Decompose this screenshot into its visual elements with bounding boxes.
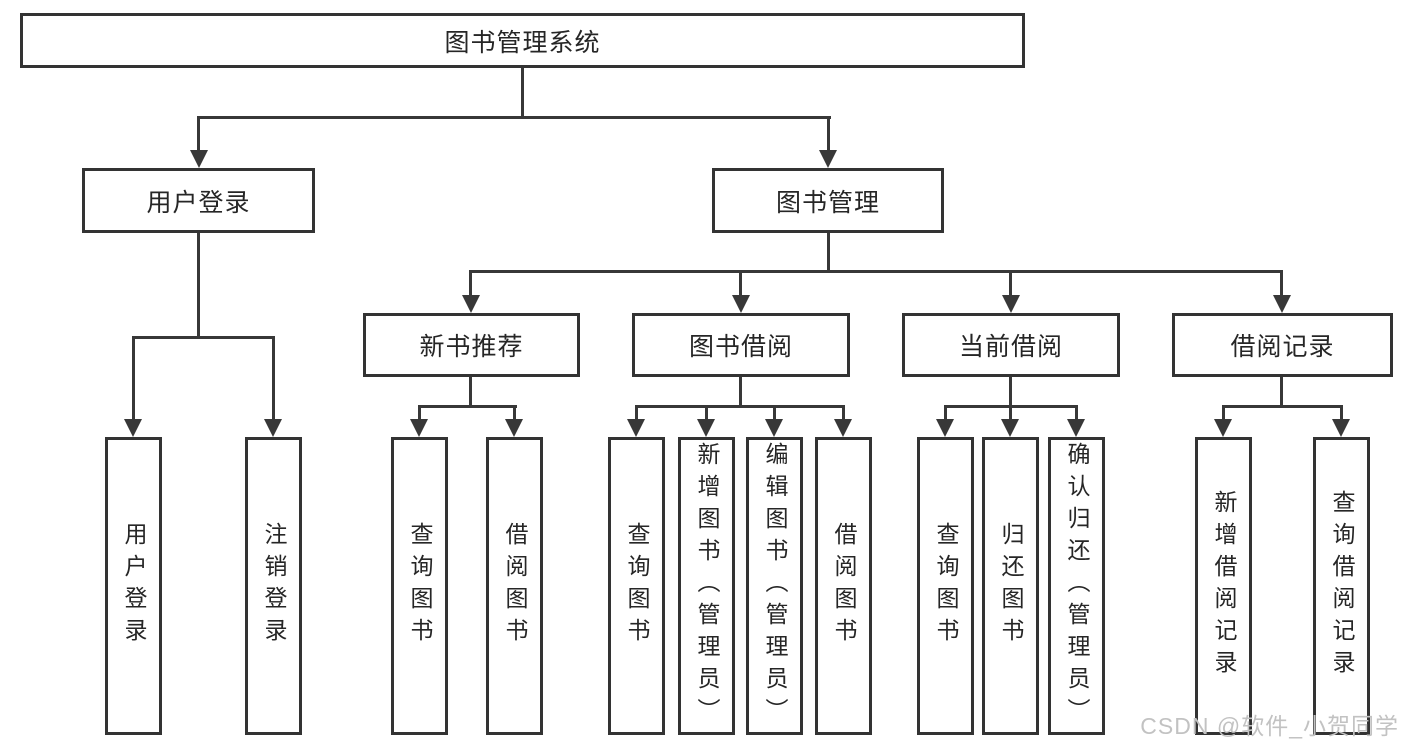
leaf-search-books-current: 查询图书 xyxy=(917,437,974,735)
node-book-borrowing: 图书借阅 xyxy=(632,313,850,377)
node-label: 查询图书 xyxy=(933,522,959,650)
connector-drop-leaf xyxy=(272,336,275,420)
node-label: 借阅图书 xyxy=(502,522,528,650)
connector-level1-branch xyxy=(197,116,831,119)
connector-drop-leaf xyxy=(1075,405,1078,421)
node-label: 借阅图书 xyxy=(831,522,857,650)
leaf-add-books-admin: 新增图书（管理员） xyxy=(678,437,735,735)
connector-drop-leaf xyxy=(513,405,516,421)
arrowhead-down-icon xyxy=(462,295,480,313)
leaf-edit-books-admin: 编辑图书（管理员） xyxy=(746,437,803,735)
connector-book-borrowing-branch xyxy=(635,405,845,408)
arrowhead-down-icon xyxy=(1214,419,1232,437)
connector-book-management-stem xyxy=(827,233,830,270)
arrowhead-down-icon xyxy=(124,419,142,437)
connector-drop-leaf xyxy=(944,405,947,421)
node-label: 图书管理 xyxy=(775,188,880,217)
connector-drop-book-borrowing xyxy=(739,270,742,296)
connector-drop-user-login xyxy=(197,116,200,152)
arrowhead-down-icon xyxy=(264,419,282,437)
arrowhead-down-icon xyxy=(732,295,750,313)
arrowhead-down-icon xyxy=(819,150,837,168)
node-new-book-recommendation: 新书推荐 xyxy=(363,313,580,377)
node-label: 借阅记录 xyxy=(1230,333,1335,361)
node-user-login: 用户登录 xyxy=(82,168,315,233)
node-label: 查询图书 xyxy=(407,522,433,650)
leaf-search-books-recommend: 查询图书 xyxy=(391,437,448,735)
leaf-user-login: 用户登录 xyxy=(105,437,162,735)
arrowhead-down-icon xyxy=(936,419,954,437)
connector-drop-leaf xyxy=(1009,405,1012,421)
arrowhead-down-icon xyxy=(627,419,645,437)
leaf-search-books-borrowing: 查询图书 xyxy=(608,437,665,735)
node-label: 新增借阅记录 xyxy=(1211,490,1237,682)
connector-new-book-branch xyxy=(418,405,517,408)
node-label: 查询图书 xyxy=(624,522,650,650)
connector-new-book-stem xyxy=(469,377,472,405)
connector-drop-book-management xyxy=(827,116,830,152)
connector-drop-new-book xyxy=(469,270,472,296)
arrowhead-down-icon xyxy=(1273,295,1291,313)
connector-drop-leaf xyxy=(418,405,421,421)
connector-current-borrowing-stem xyxy=(1009,377,1012,405)
connector-book-borrowing-stem xyxy=(739,377,742,405)
connector-drop-borrowing-records xyxy=(1280,270,1283,296)
leaf-logout: 注销登录 xyxy=(245,437,302,735)
node-label: 用户登录 xyxy=(146,188,251,217)
node-label: 当前借阅 xyxy=(958,333,1063,361)
connector-drop-leaf xyxy=(132,336,135,420)
connector-root-stem xyxy=(521,68,524,116)
arrowhead-down-icon xyxy=(190,150,208,168)
arrowhead-down-icon xyxy=(1001,419,1019,437)
connector-user-login-stem xyxy=(197,233,200,336)
node-library-system: 图书管理系统 xyxy=(20,13,1025,68)
node-current-borrowing: 当前借阅 xyxy=(902,313,1120,377)
connector-drop-leaf xyxy=(635,405,638,421)
node-label: 图书借阅 xyxy=(688,333,793,361)
arrowhead-down-icon xyxy=(1332,419,1350,437)
connector-drop-leaf xyxy=(705,405,708,421)
connector-drop-leaf xyxy=(842,405,845,421)
watermark: CSDN @软件_小贺同学 xyxy=(1140,713,1399,739)
connector-drop-leaf xyxy=(1222,405,1225,421)
leaf-borrow-books-borrowing: 借阅图书 xyxy=(815,437,872,735)
arrowhead-down-icon xyxy=(505,419,523,437)
arrowhead-down-icon xyxy=(410,419,428,437)
connector-drop-leaf xyxy=(1340,405,1343,421)
node-label: 用户登录 xyxy=(121,522,147,650)
connector-user-login-branch xyxy=(132,336,275,339)
arrowhead-down-icon xyxy=(1002,295,1020,313)
node-label: 注销登录 xyxy=(261,522,287,650)
node-borrowing-records: 借阅记录 xyxy=(1172,313,1393,377)
leaf-search-borrow-record: 查询借阅记录 xyxy=(1313,437,1370,735)
connector-drop-current-borrowing xyxy=(1009,270,1012,296)
connector-borrowing-records-stem xyxy=(1280,377,1283,405)
arrowhead-down-icon xyxy=(834,419,852,437)
arrowhead-down-icon xyxy=(697,419,715,437)
connector-drop-leaf xyxy=(773,405,776,421)
connector-borrowing-records-branch xyxy=(1222,405,1343,408)
node-label: 确认归还（管理员） xyxy=(1064,442,1090,730)
node-label: 新增图书（管理员） xyxy=(694,442,720,730)
node-label: 归还图书 xyxy=(998,522,1024,650)
arrowhead-down-icon xyxy=(1067,419,1085,437)
leaf-borrow-books-recommend: 借阅图书 xyxy=(486,437,543,735)
leaf-confirm-return-admin: 确认归还（管理员） xyxy=(1048,437,1105,735)
node-label: 编辑图书（管理员） xyxy=(762,442,788,730)
leaf-return-books: 归还图书 xyxy=(982,437,1039,735)
node-label: 查询借阅记录 xyxy=(1329,490,1355,682)
connector-level3-branch xyxy=(470,270,1282,273)
node-label: 图书管理系统 xyxy=(444,28,601,57)
node-book-management: 图书管理 xyxy=(712,168,944,233)
leaf-add-borrow-record: 新增借阅记录 xyxy=(1195,437,1252,735)
node-label: 新书推荐 xyxy=(419,333,524,361)
arrowhead-down-icon xyxy=(765,419,783,437)
